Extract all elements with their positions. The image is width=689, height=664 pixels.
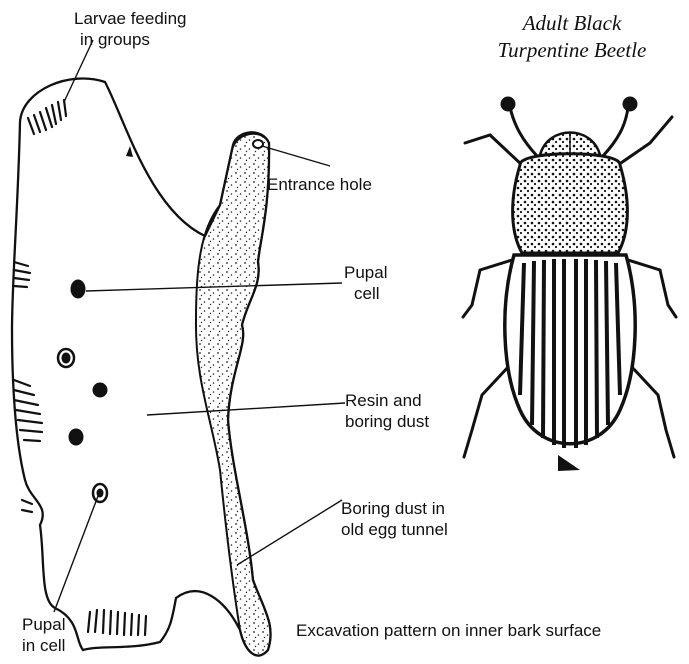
label-larvae-feeding: Larvae feeding in groups xyxy=(74,8,186,50)
larvae-group-lower xyxy=(14,380,42,441)
label-entrance-text: Entrance hole xyxy=(267,175,372,194)
label-pupal-cell-line2: cell xyxy=(344,283,387,304)
larvae-group-bottom xyxy=(88,610,146,635)
label-pupal-cell-line1: Pupal xyxy=(344,262,387,283)
label-boring-dust-tunnel: Boring dust in old egg tunnel xyxy=(341,498,448,540)
label-boring-dust-line2: old egg tunnel xyxy=(341,519,448,540)
label-pupal-in-cell-line1: Pupal xyxy=(22,614,65,635)
pupal-cells xyxy=(58,280,107,502)
caption-text: Excavation pattern on inner bark surface xyxy=(296,621,601,640)
label-resin-line2: boring dust xyxy=(345,411,429,432)
beetle-title-line2: Turpentine Beetle xyxy=(472,37,672,64)
label-pupal-cell: Pupal cell xyxy=(344,262,387,304)
label-resin-boring-dust: Resin and boring dust xyxy=(345,390,429,432)
beetle-title: Adult Black Turpentine Beetle xyxy=(472,10,672,64)
label-boring-dust-line1: Boring dust in xyxy=(341,498,448,519)
label-resin-line1: Resin and xyxy=(345,390,429,411)
egg-tunnel xyxy=(196,134,271,656)
larvae-group-middle xyxy=(14,262,30,287)
label-pupal-in-cell: Pupal in cell xyxy=(22,614,65,656)
label-pupal-in-cell-line2: in cell xyxy=(22,635,65,656)
larvae-group-top xyxy=(28,100,66,134)
label-larvae-line2: in groups xyxy=(74,29,186,50)
entrance-hole xyxy=(253,140,263,148)
label-larvae-line1: Larvae feeding xyxy=(74,8,186,29)
beetle-illustration xyxy=(460,95,680,475)
flow-arrow-icon xyxy=(126,146,133,157)
larvae-group-left-edge xyxy=(22,500,32,512)
beetle-title-line1: Adult Black xyxy=(472,10,672,37)
label-entrance-hole: Entrance hole xyxy=(267,174,372,195)
caption: Excavation pattern on inner bark surface xyxy=(296,620,601,641)
